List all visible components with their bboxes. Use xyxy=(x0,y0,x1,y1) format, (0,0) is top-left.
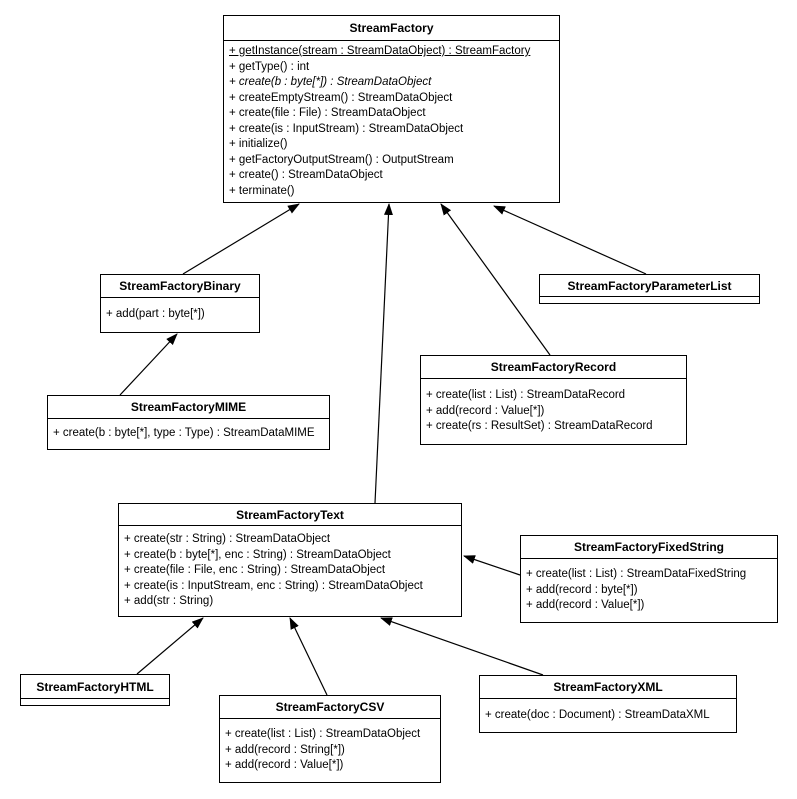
generalization-arrow-streamfactoryfixedstring-to-streamfactorytext xyxy=(463,555,521,576)
class-method: + add(record : Value[*]) xyxy=(426,404,545,417)
class-method: + add(record : String[*]) xyxy=(225,743,345,756)
generalization-arrow-streamfactorycsv-to-streamfactorytext xyxy=(289,617,328,696)
class-method: + add(part : byte[*]) xyxy=(106,308,205,321)
class-title: StreamFactoryRecord xyxy=(421,356,686,379)
class-methods-compartment: + create(b : byte[*], type : Type) : Str… xyxy=(48,419,329,449)
generalization-arrow-streamfactoryparameterlist-to-streamfactory xyxy=(493,205,647,275)
class-method: + add(record : Value[*]) xyxy=(225,759,344,772)
class-method: + initialize() xyxy=(229,138,288,150)
class-title: StreamFactory xyxy=(224,16,559,41)
class-method: + getInstance(stream : StreamDataObject)… xyxy=(229,45,531,57)
class-title: StreamFactoryCSV xyxy=(220,696,440,719)
class-method: + getFactoryOutputStream() : OutputStrea… xyxy=(229,153,454,166)
class-box-streamfactoryxml[interactable]: StreamFactoryXML + create(doc : Document)… xyxy=(479,675,737,733)
class-method: + createEmptyStream() : StreamDataObject xyxy=(229,91,453,104)
class-method: + create(list : List) : StreamDataRecord xyxy=(426,389,626,402)
class-method: + getType() : int xyxy=(229,60,310,73)
class-method: + create(list : List) : StreamDataFixedS… xyxy=(526,568,747,581)
class-methods-compartment xyxy=(540,297,759,303)
class-box-streamfactorycsv[interactable]: StreamFactoryCSV+ create(list : List) : … xyxy=(219,695,441,783)
class-title: StreamFactoryBinary xyxy=(101,275,259,298)
class-method: + terminate() xyxy=(229,184,295,197)
class-method: + add(str : String) xyxy=(124,595,214,608)
class-title: StreamFactoryXML xyxy=(480,676,736,699)
class-method: + create(file : File) : StreamDataObject xyxy=(229,107,426,119)
generalization-arrow-streamfactoryhtml-to-streamfactorytext xyxy=(136,617,204,675)
class-method: + create(file : File, enc : String) : St… xyxy=(124,564,386,577)
class-method: + create(b : byte[*]) : StreamDataObject xyxy=(229,76,432,88)
class-methods-compartment: + add(part : byte[*]) xyxy=(101,298,259,332)
class-method: + add(record : Value[*]) xyxy=(526,599,645,612)
class-box-streamfactorybinary[interactable]: StreamFactoryBinary + add(part : byte[*]) xyxy=(100,274,260,333)
class-box-streamfactorytext[interactable]: StreamFactoryText + create(str : String) … xyxy=(118,503,462,617)
class-method: + create(rs : ResultSet) : StreamDataRec… xyxy=(426,420,653,433)
class-methods-compartment: + create(list : List) : StreamDataRecord… xyxy=(421,379,686,444)
class-method: + create(str : String) : StreamDataObjec… xyxy=(124,533,331,546)
class-methods-compartment: + create(str : String) : StreamDataObjec… xyxy=(119,526,461,616)
class-title: StreamFactoryFixedString xyxy=(521,536,777,559)
class-box-streamfactoryparameterlist[interactable]: StreamFactoryParameterList xyxy=(539,274,760,304)
class-method: + create(doc : Document) : StreamDataXML xyxy=(485,708,710,721)
class-box-streamfactoryfixedstring[interactable]: StreamFactoryFixedString + create(list : … xyxy=(520,535,778,623)
generalization-arrow-streamfactoryxml-to-streamfactorytext xyxy=(380,617,544,676)
class-method: + create() : StreamDataObject xyxy=(229,169,383,181)
class-method: + add(record : byte[*]) xyxy=(526,583,638,596)
class-box-streamfactoryhtml[interactable]: StreamFactoryHTML xyxy=(20,674,170,706)
class-title: StreamFactoryText xyxy=(119,504,461,526)
class-method: + create(list : List) : StreamDataObject xyxy=(225,728,421,741)
class-methods-compartment: + create(list : List) : StreamDataObject… xyxy=(220,719,440,782)
class-box-streamfactorymime[interactable]: StreamFactoryMIME + create(b : byte[*], t… xyxy=(47,395,330,450)
class-title: StreamFactoryMIME xyxy=(48,396,329,419)
class-box-streamfactoryrecord[interactable]: StreamFactoryRecord+ create(list : List)… xyxy=(420,355,687,445)
class-title: StreamFactoryHTML xyxy=(21,675,169,699)
class-methods-compartment: + create(doc : Document) : StreamDataXML xyxy=(480,699,736,732)
class-method: + create(is : InputStream) : StreamDataO… xyxy=(229,122,464,135)
class-methods-compartment xyxy=(21,699,169,705)
class-methods-compartment: + getInstance(stream : StreamDataObject)… xyxy=(224,41,559,202)
generalization-arrow-streamfactorybinary-to-streamfactory xyxy=(182,203,300,275)
class-box-streamfactory[interactable]: StreamFactory + getInstance(stream : Stre… xyxy=(223,15,560,203)
class-method: + create(is : InputStream, enc : String)… xyxy=(124,579,423,592)
class-methods-compartment: + create(list : List) : StreamDataFixedS… xyxy=(521,559,777,622)
class-title: StreamFactoryParameterList xyxy=(540,275,759,297)
class-method: + create(b : byte[*], enc : String) : St… xyxy=(124,548,391,561)
generalization-arrow-streamfactorytext-to-streamfactory xyxy=(374,203,393,504)
generalization-arrow-streamfactoryrecord-to-streamfactory xyxy=(440,203,551,356)
generalization-arrow-streamfactorymime-to-streamfactorybinary xyxy=(119,333,178,396)
class-method: + create(b : byte[*], type : Type) : Str… xyxy=(53,427,315,440)
